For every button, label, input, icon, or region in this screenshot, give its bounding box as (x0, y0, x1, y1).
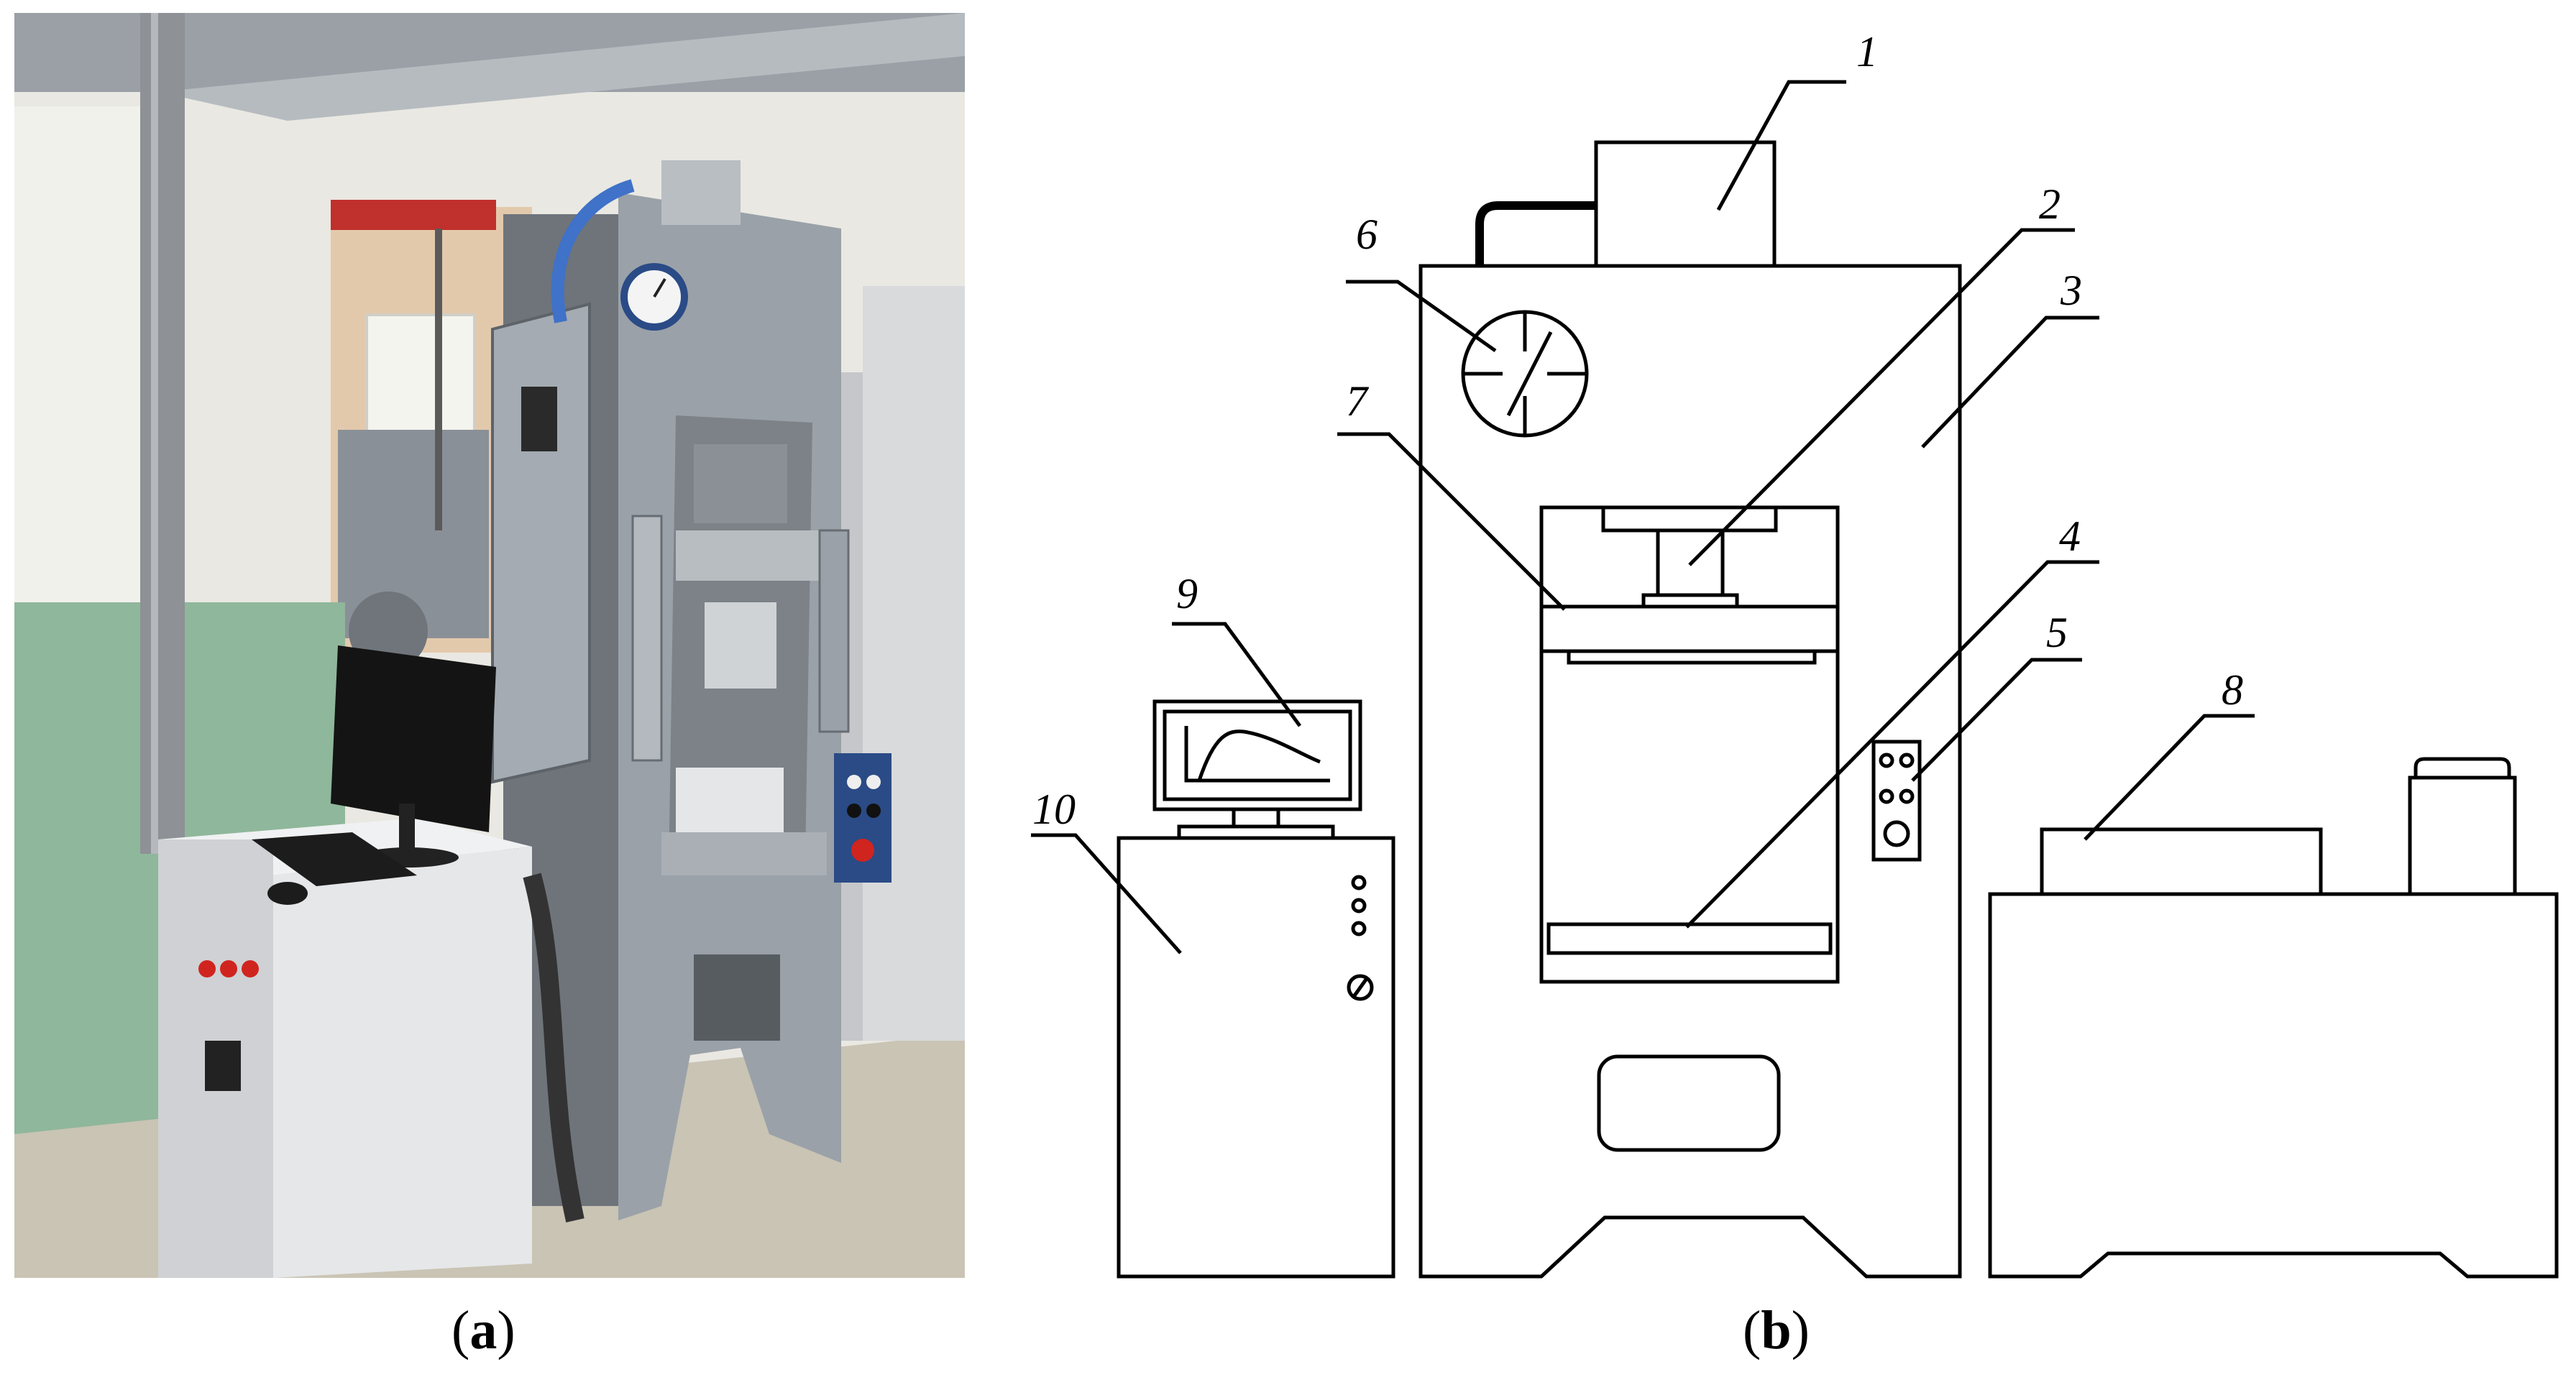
cabinet-button-red-2 (220, 960, 237, 977)
door-latch (521, 387, 557, 451)
wall-white-left (14, 106, 158, 602)
caption-b-letter: b (1761, 1300, 1792, 1361)
label-4: 4 (2059, 512, 2081, 560)
control-cabinet-front (273, 847, 532, 1278)
button-3 (1879, 788, 1894, 804)
cabinet-button-red-1 (198, 960, 216, 977)
monitor-neck (1232, 807, 1280, 829)
press-frame-outline (1418, 264, 1962, 1279)
button-2 (1899, 752, 1915, 768)
guide-right (818, 529, 850, 733)
button-panel (1871, 740, 1922, 862)
label-7: 7 (1346, 377, 1370, 425)
leader-10 (1031, 833, 1182, 954)
leader-9 (1172, 622, 1302, 727)
crane-beam (331, 200, 496, 230)
ceiling-beam-diagonal (158, 13, 965, 121)
monitor-outer (1152, 699, 1362, 811)
press-table (661, 832, 827, 875)
label-6: 6 (1356, 211, 1378, 258)
right-cabinet (863, 286, 965, 1041)
cabinet-indicator-2 (1351, 898, 1367, 913)
label-5: 5 (2046, 609, 2068, 656)
monitor-inner (1163, 709, 1352, 801)
leader-2 (1688, 228, 2075, 566)
pendant-button-1 (847, 775, 861, 789)
crosshead-plate (1567, 649, 1817, 665)
button-4 (1899, 788, 1915, 804)
press-crosshead (676, 530, 820, 581)
button-big (1883, 820, 1910, 847)
caption-a-letter: a (469, 1300, 498, 1361)
cabinet-dial (1347, 974, 1374, 1001)
photo-press (14, 13, 965, 1278)
motor-cap (2414, 757, 2511, 778)
leader-5 (1911, 658, 2082, 782)
button-1 (1879, 752, 1894, 768)
label-3: 3 (2060, 267, 2082, 314)
press-ram (694, 444, 787, 523)
label-2: 2 (2039, 180, 2061, 228)
monitor-stand (399, 804, 415, 854)
ram-foot (1641, 593, 1739, 609)
cables (523, 873, 585, 1223)
leader-7 (1337, 432, 1566, 611)
caption-b: (b) (1743, 1300, 1810, 1361)
leader-8 (2084, 714, 2255, 841)
guide-left (631, 515, 663, 762)
keyboard (252, 832, 417, 886)
press-lower-opening (694, 954, 780, 1041)
leader-6 (1346, 280, 1497, 353)
crane-chain (435, 229, 442, 530)
pipe-highlight (151, 13, 158, 854)
work-window (1539, 505, 1840, 984)
ram-top (1601, 505, 1778, 533)
pendant-emergency (851, 839, 874, 862)
pendant-button-4 (866, 804, 881, 818)
label-10: 10 (1032, 786, 1076, 833)
cabinet-indicator-3 (1351, 921, 1367, 936)
hydraulic-pipe (1475, 201, 1596, 266)
cylinder-block (1594, 140, 1777, 268)
cabinet-dial-mark (1351, 976, 1370, 999)
main-switch (205, 1041, 241, 1091)
label-9: 9 (1176, 570, 1198, 617)
monitor-screen (331, 645, 496, 832)
gauge-needle-line (1506, 331, 1553, 417)
monitor-curve (1197, 729, 1321, 781)
cabinet-indicator-1 (1351, 875, 1367, 890)
caption-a: (a) (452, 1300, 515, 1361)
pipe-column (140, 13, 185, 854)
pendant-button-2 (866, 775, 881, 789)
window (365, 313, 476, 438)
mouse (267, 882, 308, 905)
hydraulic-station-outline (1988, 892, 2559, 1279)
oil-tank (2040, 827, 2323, 896)
gauge-needle (653, 277, 666, 298)
leader-1 (1716, 80, 1846, 211)
hydraulic-hose (551, 179, 635, 323)
bolster-plate (1546, 922, 1833, 955)
cabinet-button-red-3 (242, 960, 259, 977)
leader-4 (1685, 560, 2099, 929)
label-8: 8 (2222, 666, 2243, 714)
label-1: 1 (1856, 28, 1878, 75)
lower-opening (1597, 1054, 1781, 1152)
monitor-axes (1184, 726, 1330, 783)
leader-3 (1921, 316, 2099, 448)
pendant-button-3 (847, 804, 861, 818)
die-upper (705, 602, 776, 689)
motor-body (2408, 775, 2517, 896)
press-cylinder (661, 160, 741, 225)
